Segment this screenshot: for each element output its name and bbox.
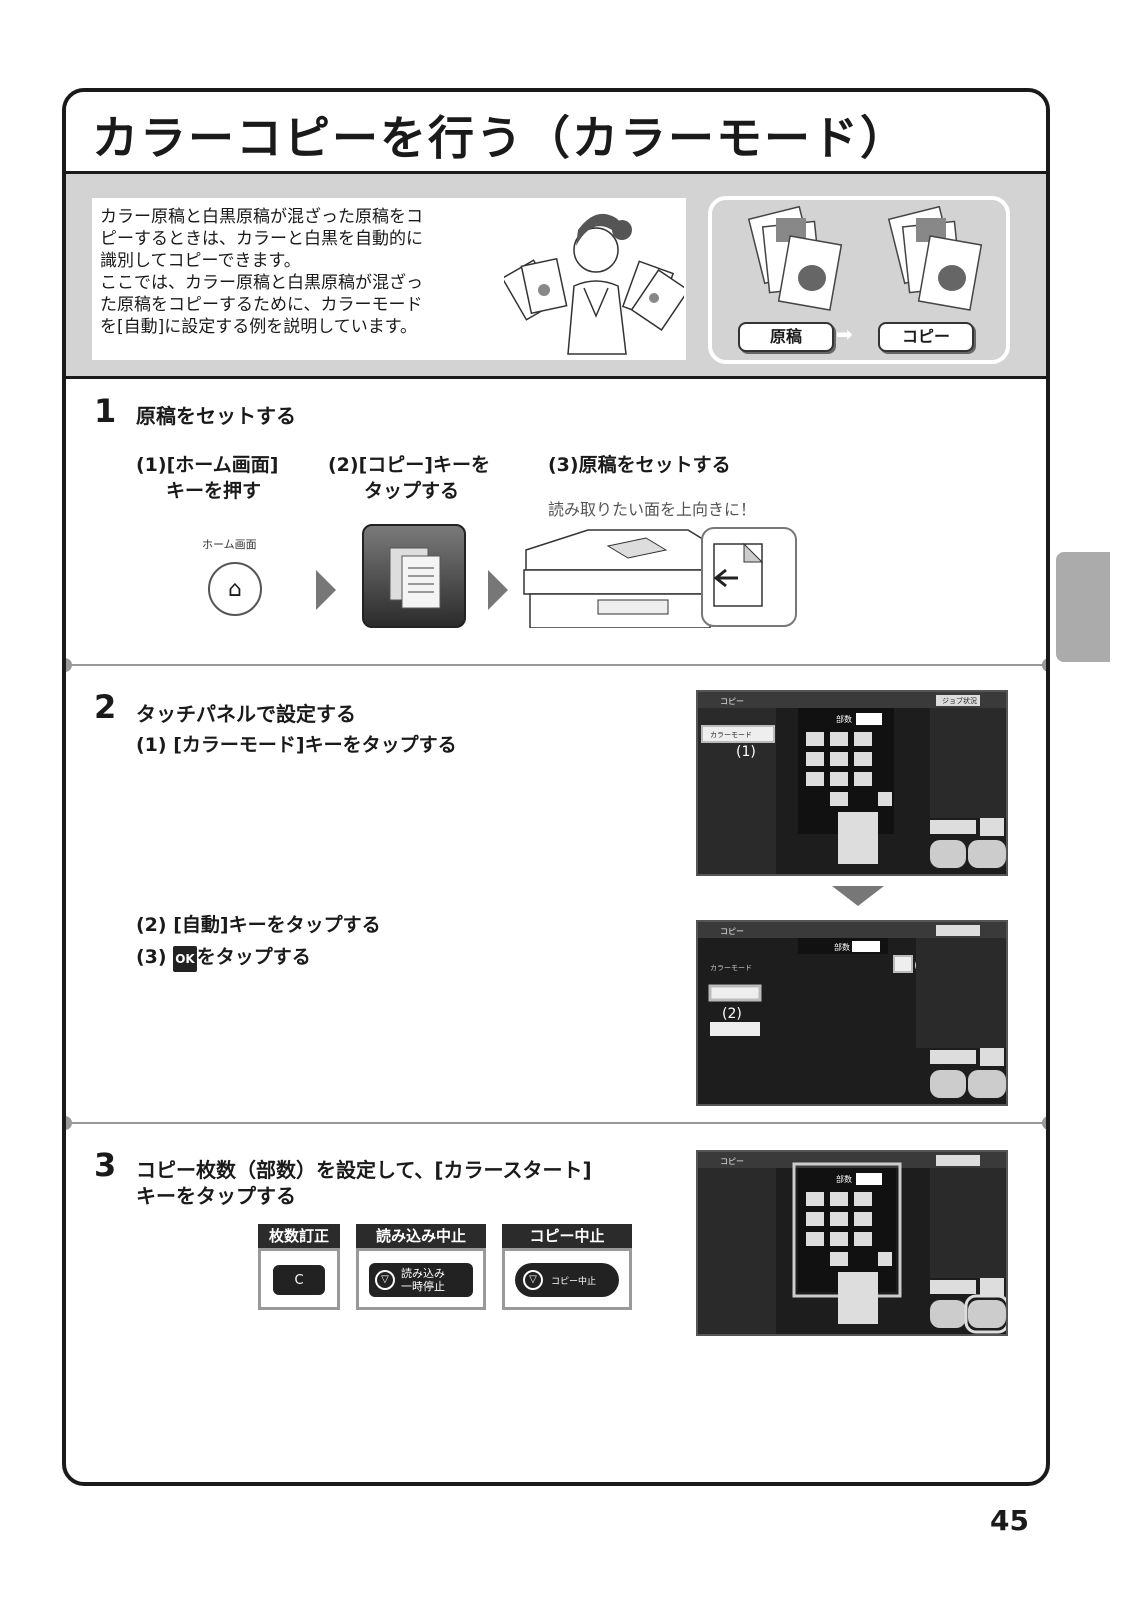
copy-stop-key[interactable]: ▽ コピー中止: [515, 1263, 619, 1297]
original-to-copy-diagram: 原稿 ➡ コピー: [708, 196, 1010, 364]
copy-label: コピー: [878, 322, 974, 352]
svg-text:部数: 部数: [834, 942, 850, 952]
down-arrow-icon: [832, 886, 884, 906]
step2-number: 2: [94, 688, 117, 726]
svg-text:コピー: コピー: [720, 697, 744, 706]
step1-note: 読み取りたい面を上向きに！: [548, 500, 757, 519]
page-title: カラーコピーを行う（カラーモード）: [92, 111, 908, 165]
step3-title-line1: コピー枚数（部数）を設定して、[カラースタート]: [136, 1158, 592, 1182]
touch-panel-screen-2: コピー 部数 カラーモード (2) (3): [696, 920, 1008, 1106]
step3-number: 3: [94, 1146, 117, 1184]
svg-text:(1): (1): [736, 744, 756, 760]
woman-illustration: [504, 213, 684, 355]
divider-dot: [66, 1116, 72, 1130]
home-screen-label: ホーム画面: [202, 538, 257, 551]
read-pause-key[interactable]: ▽ 読み込み一時停止: [369, 1263, 473, 1297]
copy-stop-key-group: コピー中止 ▽ コピー中止: [502, 1224, 632, 1312]
intro-line: カラー原稿と白黒原稿が混ざった原稿をコ: [100, 207, 423, 227]
intro-line: ここでは、カラー原稿と白黒原稿が混ざっ: [100, 273, 423, 293]
copier-machine-illustration: [523, 527, 797, 628]
next-arrow-icon: [316, 570, 336, 610]
clear-tab-label: 枚数訂正: [258, 1224, 340, 1248]
copy-stop-tab-label: コピー中止: [502, 1224, 632, 1248]
next-arrow-icon: [488, 570, 508, 610]
svg-text:部数: 部数: [836, 1174, 852, 1184]
stop-icon: ▽: [523, 1270, 543, 1290]
page-number: 45: [990, 1504, 1029, 1537]
divider-dot: [1042, 1116, 1046, 1130]
intro-line: ピーするときは、カラーと白黒を自動的に: [100, 229, 423, 249]
read-stop-tab-label: 読み込み中止: [356, 1224, 486, 1248]
arrow-right-icon: ➡: [836, 322, 853, 346]
original-label: 原稿: [738, 322, 834, 352]
intro-text: カラー原稿と白黒原稿が混ざった原稿をコ ピーするときは、カラーと白黒を自動的に …: [92, 198, 686, 360]
read-pause-label-line1: 読み込み: [401, 1267, 445, 1280]
pages-illustration: [747, 206, 983, 311]
copies-screen-mockup: コピー 部数: [698, 1152, 1010, 1334]
copy-screen-mockup: コピー ジョブ状況 カラーモード 部数 (1): [698, 692, 1006, 874]
copy-documents-icon: [389, 547, 441, 609]
step2-sub3-prefix: (3): [136, 946, 174, 968]
svg-text:ジョブ状況: ジョブ状況: [942, 696, 977, 705]
step1-number: 1: [94, 392, 117, 430]
step2-title: タッチパネルで設定する: [136, 702, 356, 726]
clear-key-group: 枚数訂正 C: [258, 1224, 340, 1312]
read-pause-label: 読み込み一時停止: [401, 1267, 445, 1293]
step1-sub2-line1: (2)[コピー]キーを: [328, 454, 490, 476]
divider-dot: [1042, 658, 1046, 672]
step2-sub3-suffix: をタップする: [196, 946, 311, 968]
svg-text:(2): (2): [722, 1006, 742, 1022]
divider: [66, 664, 1046, 666]
stop-icon: ▽: [375, 1270, 395, 1290]
read-pause-key-group: 読み込み中止 ▽ 読み込み一時停止: [356, 1224, 486, 1312]
step1-sub3: (3)原稿をセットする: [548, 454, 731, 476]
copy-app-button[interactable]: [362, 524, 466, 628]
svg-text:カラーモード: カラーモード: [710, 731, 752, 739]
chapter-side-tab: [1056, 552, 1110, 662]
ok-icon: OK: [173, 946, 197, 972]
step1-sub1-line1: (1)[ホーム画面]: [136, 454, 279, 476]
read-pause-label-line2: 一時停止: [401, 1280, 445, 1293]
svg-text:部数: 部数: [836, 714, 852, 724]
svg-text:カラーモード: カラーモード: [710, 964, 752, 972]
title-bar: カラーコピーを行う（カラーモード）: [66, 92, 1046, 174]
home-button[interactable]: ⌂: [208, 562, 262, 616]
step1-sub2-line2: タップする: [364, 480, 460, 502]
svg-text:コピー: コピー: [720, 927, 744, 936]
intro-line: を[自動]に設定する例を説明しています。: [100, 317, 418, 337]
divider: [66, 1122, 1046, 1124]
step2-sub2: (2) [自動]キーをタップする: [136, 914, 381, 936]
step2-sub1: (1) [カラーモード]キーをタップする: [136, 734, 457, 756]
divider-dot: [66, 658, 72, 672]
step1-sub1-line2: キーを押す: [166, 480, 262, 502]
intro-line: た原稿をコピーするために、カラーモード: [100, 295, 423, 315]
touch-panel-screen-1: コピー ジョブ状況 カラーモード 部数 (1): [696, 690, 1008, 876]
home-icon: ⌂: [228, 576, 242, 602]
svg-text:コピー: コピー: [720, 1157, 744, 1166]
touch-panel-screen-3: コピー 部数: [696, 1150, 1010, 1336]
read-pause-key-frame: ▽ 読み込み一時停止: [356, 1248, 486, 1310]
page-frame: カラーコピーを行う（カラーモード） カラー原稿と白黒原稿が混ざった原稿をコ ピー…: [62, 88, 1050, 1486]
copy-stop-key-frame: ▽ コピー中止: [502, 1248, 632, 1310]
clear-key[interactable]: C: [273, 1265, 325, 1295]
intro-section: カラー原稿と白黒原稿が混ざった原稿をコ ピーするときは、カラーと白黒を自動的に …: [66, 174, 1046, 379]
intro-line: 識別してコピーできます。: [100, 251, 301, 271]
color-mode-screen-mockup: コピー 部数 カラーモード (2) (3): [698, 922, 1006, 1098]
clear-key-frame: C: [258, 1248, 340, 1310]
step3-title-line2: キーをタップする: [136, 1184, 296, 1208]
step1-title: 原稿をセットする: [136, 404, 296, 428]
copy-stop-label: コピー中止: [551, 1276, 597, 1287]
